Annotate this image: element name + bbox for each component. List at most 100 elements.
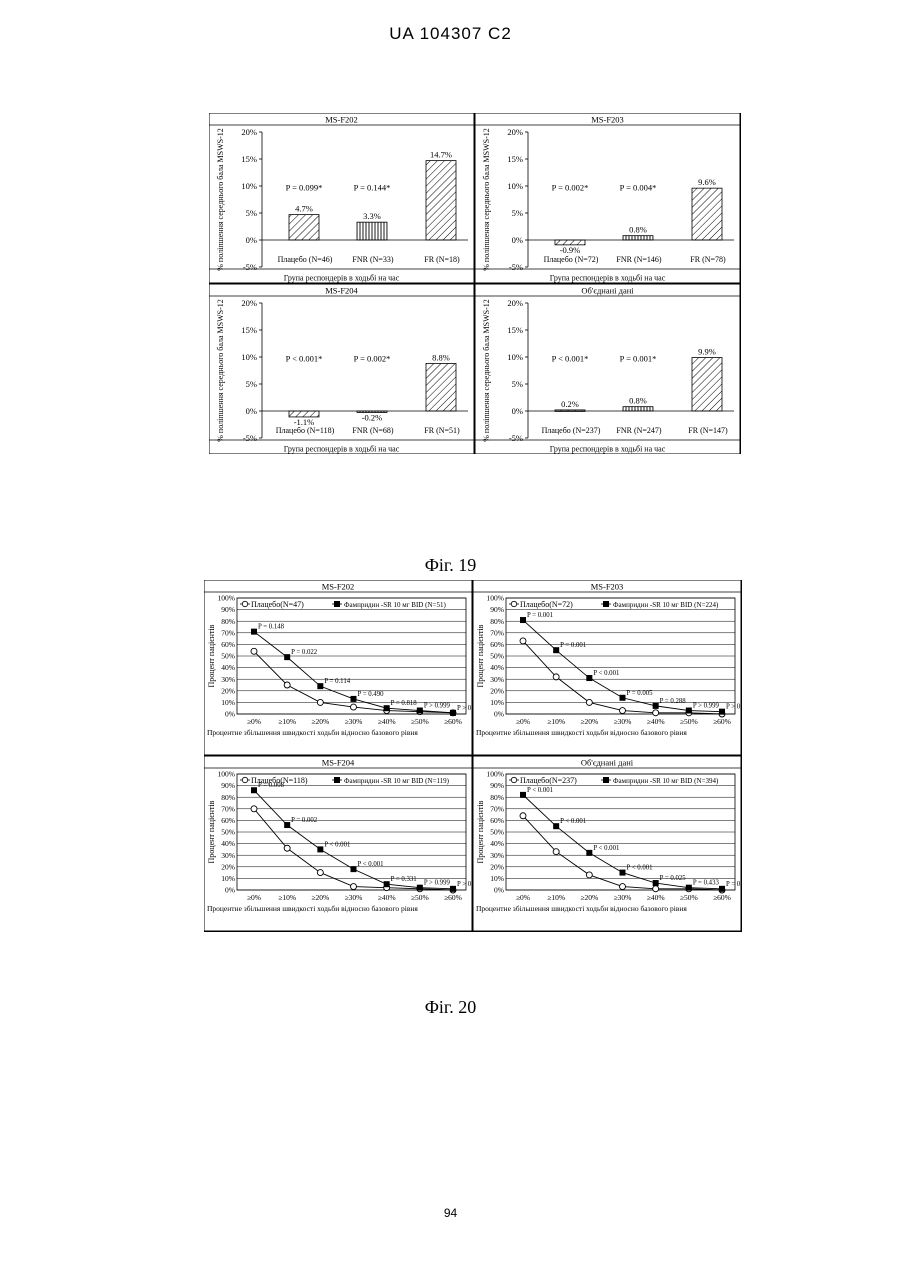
placebo-point	[351, 884, 357, 890]
category-label: FNR (N=68)	[352, 426, 394, 435]
p-value-label: P < 0.001	[560, 818, 586, 825]
category-label: Плацебо (N=72)	[544, 255, 599, 264]
y-tick-label: 10%	[490, 874, 504, 883]
x-tick-label: ≥20%	[580, 893, 598, 902]
x-tick-label: ≥50%	[411, 717, 429, 726]
page-number: 94	[0, 1206, 901, 1220]
p-value-label: P = 0.025	[660, 875, 687, 882]
y-tick-label: 40%	[490, 839, 504, 848]
x-tick-label: ≥50%	[680, 717, 698, 726]
bar	[426, 161, 456, 240]
x-tick-label: ≥10%	[278, 717, 296, 726]
y-tick-label: 5%	[512, 379, 523, 389]
y-tick-label: 0%	[494, 886, 504, 895]
x-tick-label: ≥40%	[378, 717, 396, 726]
chart-title: MS-F204	[325, 286, 358, 296]
y-tick-label: 15%	[241, 154, 257, 164]
p-value-label: P = 0.099*	[286, 182, 323, 192]
bar-chart-panel: MS-F20220%15%10%5%0%-5%% поліпшення сере…	[209, 113, 474, 283]
y-tick-label: 0%	[512, 406, 523, 416]
legend-treatment: Фампридин -SR 10 мг BID (N=224)	[613, 601, 719, 609]
x-tick-label: ≥10%	[547, 893, 565, 902]
y-tick-label: 0%	[225, 710, 235, 719]
y-tick-label: 40%	[221, 663, 235, 672]
chart-title: MS-F202	[322, 582, 355, 592]
x-tick-label: ≥30%	[614, 893, 632, 902]
x-axis-label: Процентне збільшення швидкості ходьби ві…	[207, 728, 418, 737]
y-tick-label: 80%	[221, 617, 235, 626]
p-value-label: P < 0.001*	[286, 353, 323, 363]
y-tick-label: 60%	[490, 640, 504, 649]
placebo-point	[317, 870, 323, 876]
treatment-point	[351, 866, 357, 872]
line-chart-panel: MS-F204100%90%80%70%60%50%40%30%20%10%0%…	[204, 756, 484, 931]
p-value-label: P = 0.114	[324, 678, 350, 685]
y-axis-label: % поліпшення середнього бала MSWS-12	[482, 299, 491, 441]
y-tick-label: 0%	[246, 235, 257, 245]
p-value-label: P > 0.999	[424, 703, 451, 710]
placebo-point	[284, 845, 290, 851]
p-value-label: P > 0.999	[424, 880, 451, 887]
placebo-point	[620, 708, 626, 714]
y-axis-label: Процент пацієнтів	[207, 624, 216, 687]
bar	[357, 222, 387, 240]
treatment-point	[653, 703, 659, 709]
bar	[692, 358, 722, 411]
p-value-label: P = 0.001	[560, 642, 586, 649]
x-tick-label: ≥50%	[680, 893, 698, 902]
bar	[692, 188, 722, 240]
p-value-label: P = 0.144*	[354, 182, 391, 192]
x-tick-label: ≥40%	[647, 717, 665, 726]
y-tick-label: 40%	[490, 663, 504, 672]
category-label: FR (N=147)	[688, 426, 728, 435]
y-tick-label: 60%	[221, 640, 235, 649]
data-label: 0.8%	[629, 396, 647, 406]
p-value-label: P = 0.002	[291, 817, 318, 824]
data-label: 9.6%	[698, 177, 716, 187]
y-tick-label: 100%	[487, 594, 505, 603]
y-tick-label: -5%	[243, 262, 257, 272]
x-tick-label: ≥0%	[247, 893, 261, 902]
treatment-point	[317, 846, 323, 852]
treatment-point	[686, 885, 692, 891]
p-value-label: P = 0.717	[726, 881, 742, 888]
y-tick-label: 50%	[221, 828, 235, 837]
category-label: FR (N=18)	[424, 255, 460, 264]
treatment-point	[417, 708, 423, 714]
x-axis-label: Група респондерів в ходьбі на час	[284, 274, 400, 283]
legend-circle-marker	[242, 601, 247, 606]
x-tick-label: ≥0%	[516, 893, 530, 902]
y-tick-label: 10%	[221, 698, 235, 707]
y-tick-label: 100%	[487, 770, 505, 779]
p-value-label: P = 0.004*	[620, 182, 657, 192]
y-axis-label: % поліпшення середнього бала MSWS-12	[216, 128, 225, 270]
line-chart-panel: MS-F202100%90%80%70%60%50%40%30%20%10%0%…	[204, 580, 484, 755]
legend-circle-marker	[242, 777, 247, 782]
category-label: FNR (N=33)	[352, 255, 394, 264]
x-tick-label: ≥60%	[713, 893, 731, 902]
y-axis-label: % поліпшення середнього бала MSWS-12	[482, 128, 491, 270]
placebo-point	[653, 710, 659, 716]
bar	[623, 407, 653, 411]
y-tick-label: 40%	[221, 839, 235, 848]
legend-placebo: Плацебо(N=118)	[251, 776, 308, 785]
data-label: 0.8%	[629, 225, 647, 235]
y-tick-label: 50%	[221, 652, 235, 661]
treatment-point	[620, 870, 626, 876]
treatment-point	[586, 850, 592, 856]
legend-square-marker	[603, 601, 609, 607]
treatment-point	[384, 881, 390, 887]
y-tick-label: 5%	[246, 379, 257, 389]
category-label: FNR (N=146)	[616, 255, 662, 264]
placebo-point	[251, 648, 257, 654]
figure-19-caption: Фіг. 19	[0, 555, 901, 576]
category-label: FNR (N=247)	[616, 426, 662, 435]
x-axis-label: Група респондерів в ходьбі на час	[550, 445, 666, 454]
placebo-point	[251, 806, 257, 812]
treatment-point	[653, 880, 659, 886]
bar	[555, 410, 585, 412]
category-label: Плацебо (N=237)	[542, 426, 601, 435]
bar-chart-panel: MS-F20320%15%10%5%0%-5%% поліпшення сере…	[475, 113, 740, 283]
x-tick-label: ≥0%	[516, 717, 530, 726]
y-tick-label: 50%	[490, 828, 504, 837]
